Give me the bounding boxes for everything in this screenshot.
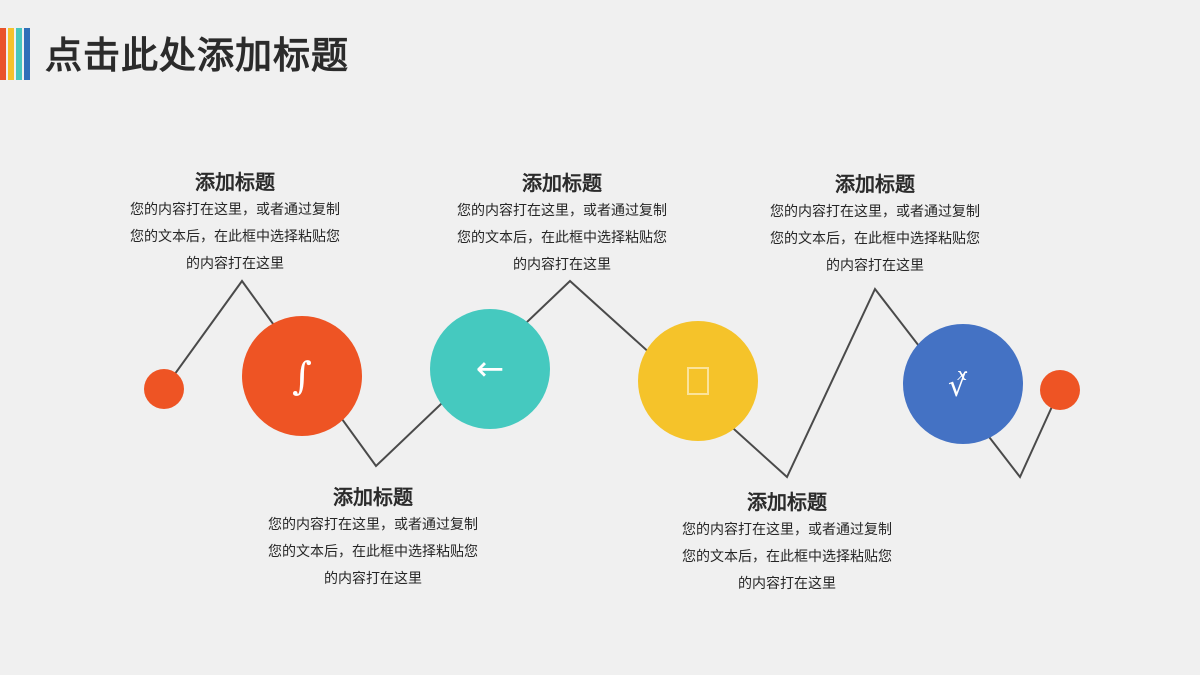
block-line: 您的内容打在这里，或者通过复制 <box>770 204 980 220</box>
radical-x-icon: x √ <box>948 364 968 404</box>
block-title[interactable]: 添加标题 <box>522 171 602 195</box>
block-title[interactable]: 添加标题 <box>835 172 915 196</box>
block-title[interactable]: 添加标题 <box>195 170 275 194</box>
text-block-1: 添加标题 您的内容打在这里，或者通过复制 您的文本后，在此框中选择粘贴您 的内容… <box>105 167 365 278</box>
block-title[interactable]: 添加标题 <box>333 485 413 509</box>
accent-bars <box>0 28 32 80</box>
block-line: 您的内容打在这里，或者通过复制 <box>682 522 892 538</box>
block-line: 您的文本后，在此框中选择粘贴您 <box>268 544 478 560</box>
text-block-3: 添加标题 您的内容打在这里，或者通过复制 您的文本后，在此框中选择粘贴您 的内容… <box>432 168 692 279</box>
block-line: 您的文本后，在此框中选择粘贴您 <box>682 549 892 565</box>
text-block-5: 添加标题 您的内容打在这里，或者通过复制 您的文本后，在此框中选择粘贴您 的内容… <box>745 169 1005 280</box>
block-line: 您的内容打在这里，或者通过复制 <box>457 203 667 219</box>
node-circle-4[interactable]: x √ <box>903 324 1023 444</box>
left-arrow-icon: ← <box>475 349 505 389</box>
node-circle-2[interactable]: ← <box>430 309 550 429</box>
accent-bar-orange <box>0 28 6 80</box>
block-line: 您的文本后，在此框中选择粘贴您 <box>770 231 980 247</box>
page-title[interactable]: 点击此处添加标题 <box>45 34 349 77</box>
block-line: 您的文本后，在此框中选择粘贴您 <box>457 230 667 246</box>
block-title[interactable]: 添加标题 <box>747 490 827 514</box>
placeholder-box-icon <box>687 367 709 395</box>
block-line: 的内容打在这里 <box>186 256 284 272</box>
node-circle-1[interactable]: ∫ <box>242 316 362 436</box>
accent-bar-teal <box>16 28 22 80</box>
block-line: 的内容打在这里 <box>324 571 422 587</box>
end-dot <box>1040 370 1080 410</box>
text-block-2: 添加标题 您的内容打在这里，或者通过复制 您的文本后，在此框中选择粘贴您 的内容… <box>243 482 503 593</box>
block-line: 的内容打在这里 <box>826 258 924 274</box>
block-line: 您的文本后，在此框中选择粘贴您 <box>130 229 340 245</box>
accent-bar-yellow <box>8 28 14 80</box>
text-block-4: 添加标题 您的内容打在这里，或者通过复制 您的文本后，在此框中选择粘贴您 的内容… <box>657 487 917 598</box>
start-dot <box>144 369 184 409</box>
integral-icon: ∫ <box>292 354 312 398</box>
block-line: 的内容打在这里 <box>738 576 836 592</box>
block-line: 您的内容打在这里，或者通过复制 <box>130 202 340 218</box>
block-line: 的内容打在这里 <box>513 257 611 273</box>
accent-bar-blue <box>24 28 30 80</box>
node-circle-3[interactable] <box>638 321 758 441</box>
block-line: 您的内容打在这里，或者通过复制 <box>268 517 478 533</box>
